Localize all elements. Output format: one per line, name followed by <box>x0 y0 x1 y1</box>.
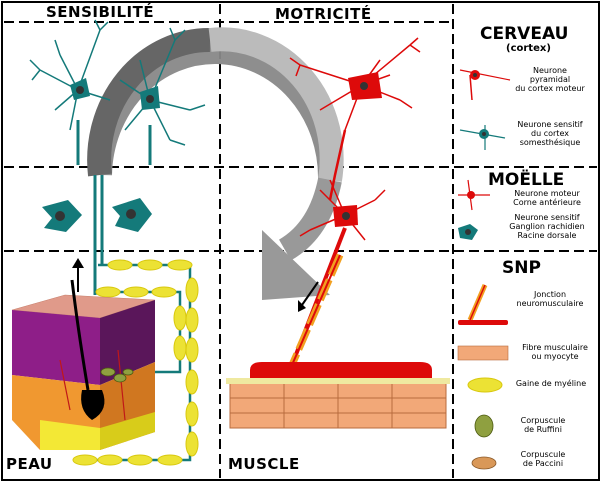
legend-text-line: neuromusculaire <box>505 300 595 309</box>
peau-header: PEAU <box>6 456 53 473</box>
ganglion-sensory-neurons <box>42 175 152 295</box>
reflex-loop-arrow <box>99 39 332 300</box>
myelin-segment <box>138 260 162 270</box>
cortex-motor-soma <box>348 72 382 100</box>
snp-title: SNP <box>502 259 541 278</box>
legend-text-line: somesthésique <box>505 139 595 148</box>
myelin-segment <box>186 278 198 302</box>
legend-motor-neuron-label: Neurone moteur Corne antérieure <box>494 190 600 208</box>
legend-text-line: du cortex moteur <box>505 85 595 94</box>
myelin-segment <box>186 308 198 332</box>
ganglion-neuron-icon <box>458 224 478 240</box>
muscle-header: MUSCLE <box>228 456 300 473</box>
myelin-segment <box>128 455 152 465</box>
pyramidal-neuron-icon <box>460 70 510 100</box>
legend-muscle-fiber-label: Fibre musculaire ou myocyte <box>510 344 600 362</box>
skin-block <box>12 280 155 450</box>
myelin-segment <box>186 338 198 362</box>
myelin-segment <box>108 260 132 270</box>
motricite-header: MOTRICITÉ <box>275 6 372 23</box>
moelle-title: MOËLLE <box>488 171 564 190</box>
cerveau-title: CERVEAU <box>480 25 568 44</box>
legend-text-line: Racine dorsale <box>494 232 600 241</box>
myelin-segment <box>186 370 198 394</box>
myelin-sheath-icon <box>468 378 502 392</box>
legend-text-line: ou myocyte <box>510 353 600 362</box>
muscle-fiber-icon <box>458 346 508 360</box>
muscle-block <box>226 362 450 428</box>
legend-pacini-label: Corpuscule de Paccini <box>508 451 578 469</box>
myelin-segment <box>124 287 148 297</box>
myelin-segment <box>186 402 198 426</box>
legend-sensory-cortex-label: Neurone sensitif du cortex somesthésique <box>505 121 595 147</box>
myelin-segment <box>186 432 198 456</box>
myelin-segment <box>73 455 97 465</box>
sensory-cortex-neuron-icon <box>460 125 505 150</box>
sensibilite-header: SENSIBILITÉ <box>46 4 154 21</box>
legend-text-line: Corne antérieure <box>494 199 600 208</box>
legend-junction-label: Jonction neuromusculaire <box>505 291 595 309</box>
legend-ganglion-label: Neurone sensitif Ganglion rachidien Raci… <box>494 214 600 240</box>
legend-ruffini-label: Corpuscule de Ruffini <box>508 417 578 435</box>
legend-text-line: Gaine de myéline <box>506 380 596 389</box>
myelin-segment <box>174 306 186 330</box>
myelin-segment <box>98 455 122 465</box>
legend-text-line: de Ruffini <box>508 426 578 435</box>
legend-myelin-label: Gaine de myéline <box>506 380 596 389</box>
myelin-segment <box>96 287 120 297</box>
myelin-segment <box>174 336 186 360</box>
cerveau-subtitle: (cortex) <box>506 43 551 54</box>
pacini-corpuscle-icon <box>472 457 496 469</box>
motor-neuron-icon <box>458 180 490 210</box>
legend-pyramidal-label: Neurone pyramidal du cortex moteur <box>505 67 595 93</box>
myelin-segment <box>168 260 192 270</box>
neuromuscular-junction-icon <box>458 285 508 325</box>
myelin-segment <box>152 287 176 297</box>
legend-text-line: de Paccini <box>508 460 578 469</box>
spinal-motor-soma <box>333 205 358 227</box>
ruffini-corpuscle-icon <box>475 415 493 437</box>
myelin-segment <box>158 455 182 465</box>
